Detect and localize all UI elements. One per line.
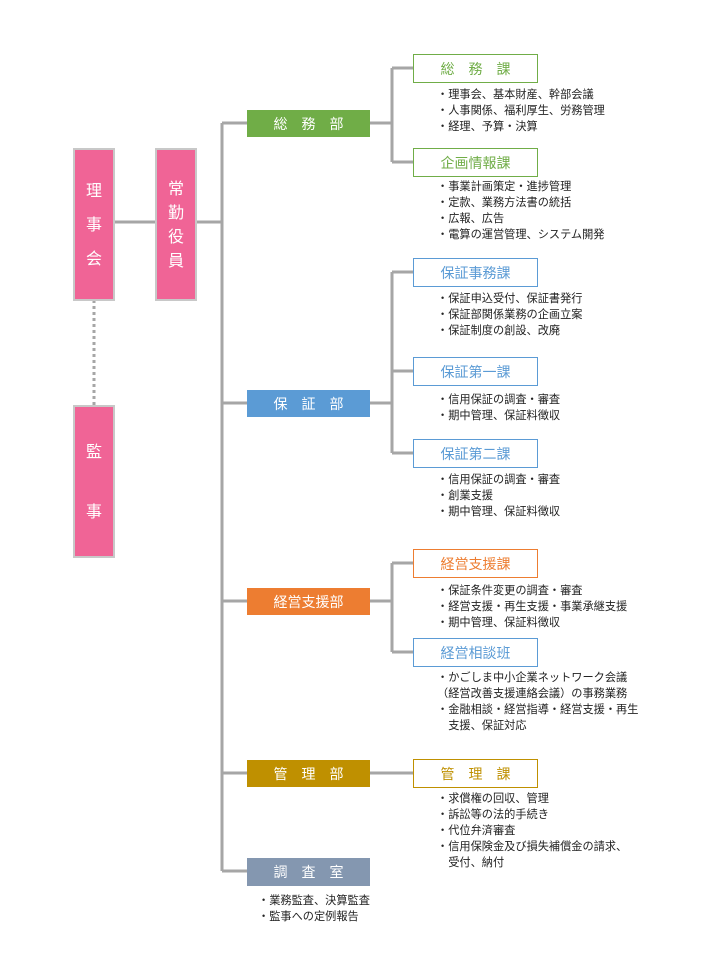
duty-line: ・監事への定例報告 (258, 910, 359, 923)
board-box: 理 事 会 (73, 148, 115, 301)
duties-hosho-daini: ・信用保証の調査・審査 ・創業支援 ・期中管理、保証料徴収 (437, 472, 560, 520)
executives-box: 常 勤 役 員 (155, 148, 197, 301)
auditor-box: 監 事 (73, 405, 115, 558)
duty-line: ・保証部関係業務の企画立案 (437, 308, 583, 321)
duty-line: 支援、保証対応 (437, 719, 527, 732)
section-hosho-jimu: 保証事務課 (413, 258, 538, 287)
section-kanri-ka: 管 理 課 (413, 759, 538, 788)
duty-line: ・定款、業務方法書の統括 (437, 196, 572, 209)
duty-line: ・期中管理、保証料徴収 (437, 505, 561, 518)
duty-line: ・保証制度の創設、改廃 (437, 324, 561, 337)
section-hosho-daini: 保証第二課 (413, 439, 538, 468)
dept-somu: 総 務 部 (247, 110, 370, 137)
section-kikaku-joho: 企画情報課 (413, 148, 538, 177)
section-hosho-daiichi: 保証第一課 (413, 357, 538, 386)
duty-line: ・信用保険金及び損失補償金の請求、 (437, 840, 628, 853)
exec-char-4: 員 (167, 250, 184, 270)
auditor-char-2: 事 (85, 501, 102, 521)
section-keiei-shien: 経営支援課 (413, 549, 538, 578)
duty-line: （経営改善支援連絡会議）の事務業務 (437, 687, 628, 700)
auditor-char-1: 監 (85, 441, 102, 461)
duty-line: ・かごしま中小企業ネットワーク会議 (437, 671, 628, 684)
dept-hosho: 保 証 部 (247, 390, 370, 417)
duty-line: 受付、納付 (437, 856, 505, 869)
duties-keiei-sodan: ・かごしま中小企業ネットワーク会議 （経営改善支援連絡会議）の事務業務 ・金融相… (437, 670, 638, 734)
duty-line: ・期中管理、保証料徴収 (437, 409, 561, 422)
duties-keiei-shien: ・保証条件変更の調査・審査 ・経営支援・再生支援・事業承継支援 ・期中管理、保証… (437, 583, 627, 631)
duty-line: ・信用保証の調査・審査 (437, 473, 561, 486)
duty-line: ・電算の運営管理、システム開発 (437, 228, 605, 241)
board-char-2: 事 (85, 214, 102, 234)
duty-line: ・訴訟等の法的手続き (437, 808, 549, 821)
duties-hosho-daiichi: ・信用保証の調査・審査 ・期中管理、保証料徴収 (437, 392, 560, 424)
duty-line: ・人事関係、福利厚生、労務管理 (437, 104, 605, 117)
dept-keiei: 経営支援部 (247, 588, 370, 615)
duty-line: ・代位弁済審査 (437, 824, 516, 837)
duty-line: ・経営支援・再生支援・事業承継支援 (437, 600, 628, 613)
section-keiei-sodan: 経営相談班 (413, 638, 538, 667)
exec-char-3: 役 (167, 226, 184, 246)
duty-line: ・保証条件変更の調査・審査 (437, 584, 583, 597)
section-somu-ka: 総 務 課 (413, 54, 538, 83)
duties-kanri-ka: ・求償権の回収、管理 ・訴訟等の法的手続き ・代位弁済審査 ・信用保険金及び損失… (437, 791, 627, 871)
duty-line: ・保証申込受付、保証書発行 (437, 292, 583, 305)
board-char-1: 理 (85, 180, 102, 200)
duty-line: ・金融相談・経営指導・経営支援・再生 (437, 703, 639, 716)
duty-line: ・信用保証の調査・審査 (437, 393, 561, 406)
duty-line: ・経理、予算・決算 (437, 120, 538, 133)
duties-somu-ka: ・理事会、基本財産、幹部会議 ・人事関係、福利厚生、労務管理 ・経理、予算・決算 (437, 87, 605, 135)
duty-line: ・業務監査、決算監査 (258, 894, 370, 907)
duty-line: ・広報、広告 (437, 212, 505, 225)
dept-chosa: 調 査 室 (247, 858, 370, 886)
duties-kikaku-joho: ・事業計画策定・進捗管理 ・定款、業務方法書の統括 ・広報、広告 ・電算の運営管… (437, 179, 604, 243)
duties-chosa: ・業務監査、決算監査 ・監事への定例報告 (258, 893, 370, 925)
duties-hosho-jimu: ・保証申込受付、保証書発行 ・保証部関係業務の企画立案 ・保証制度の創設、改廃 (437, 291, 582, 339)
duty-line: ・創業支援 (437, 489, 493, 502)
duty-line: ・期中管理、保証料徴収 (437, 616, 561, 629)
exec-char-2: 勤 (167, 202, 184, 222)
exec-char-1: 常 (167, 178, 184, 198)
dept-kanri: 管 理 部 (247, 760, 370, 787)
duty-line: ・求償権の回収、管理 (437, 792, 549, 805)
duty-line: ・事業計画策定・進捗管理 (437, 180, 572, 193)
board-char-3: 会 (85, 248, 102, 268)
duty-line: ・理事会、基本財産、幹部会議 (437, 88, 594, 101)
